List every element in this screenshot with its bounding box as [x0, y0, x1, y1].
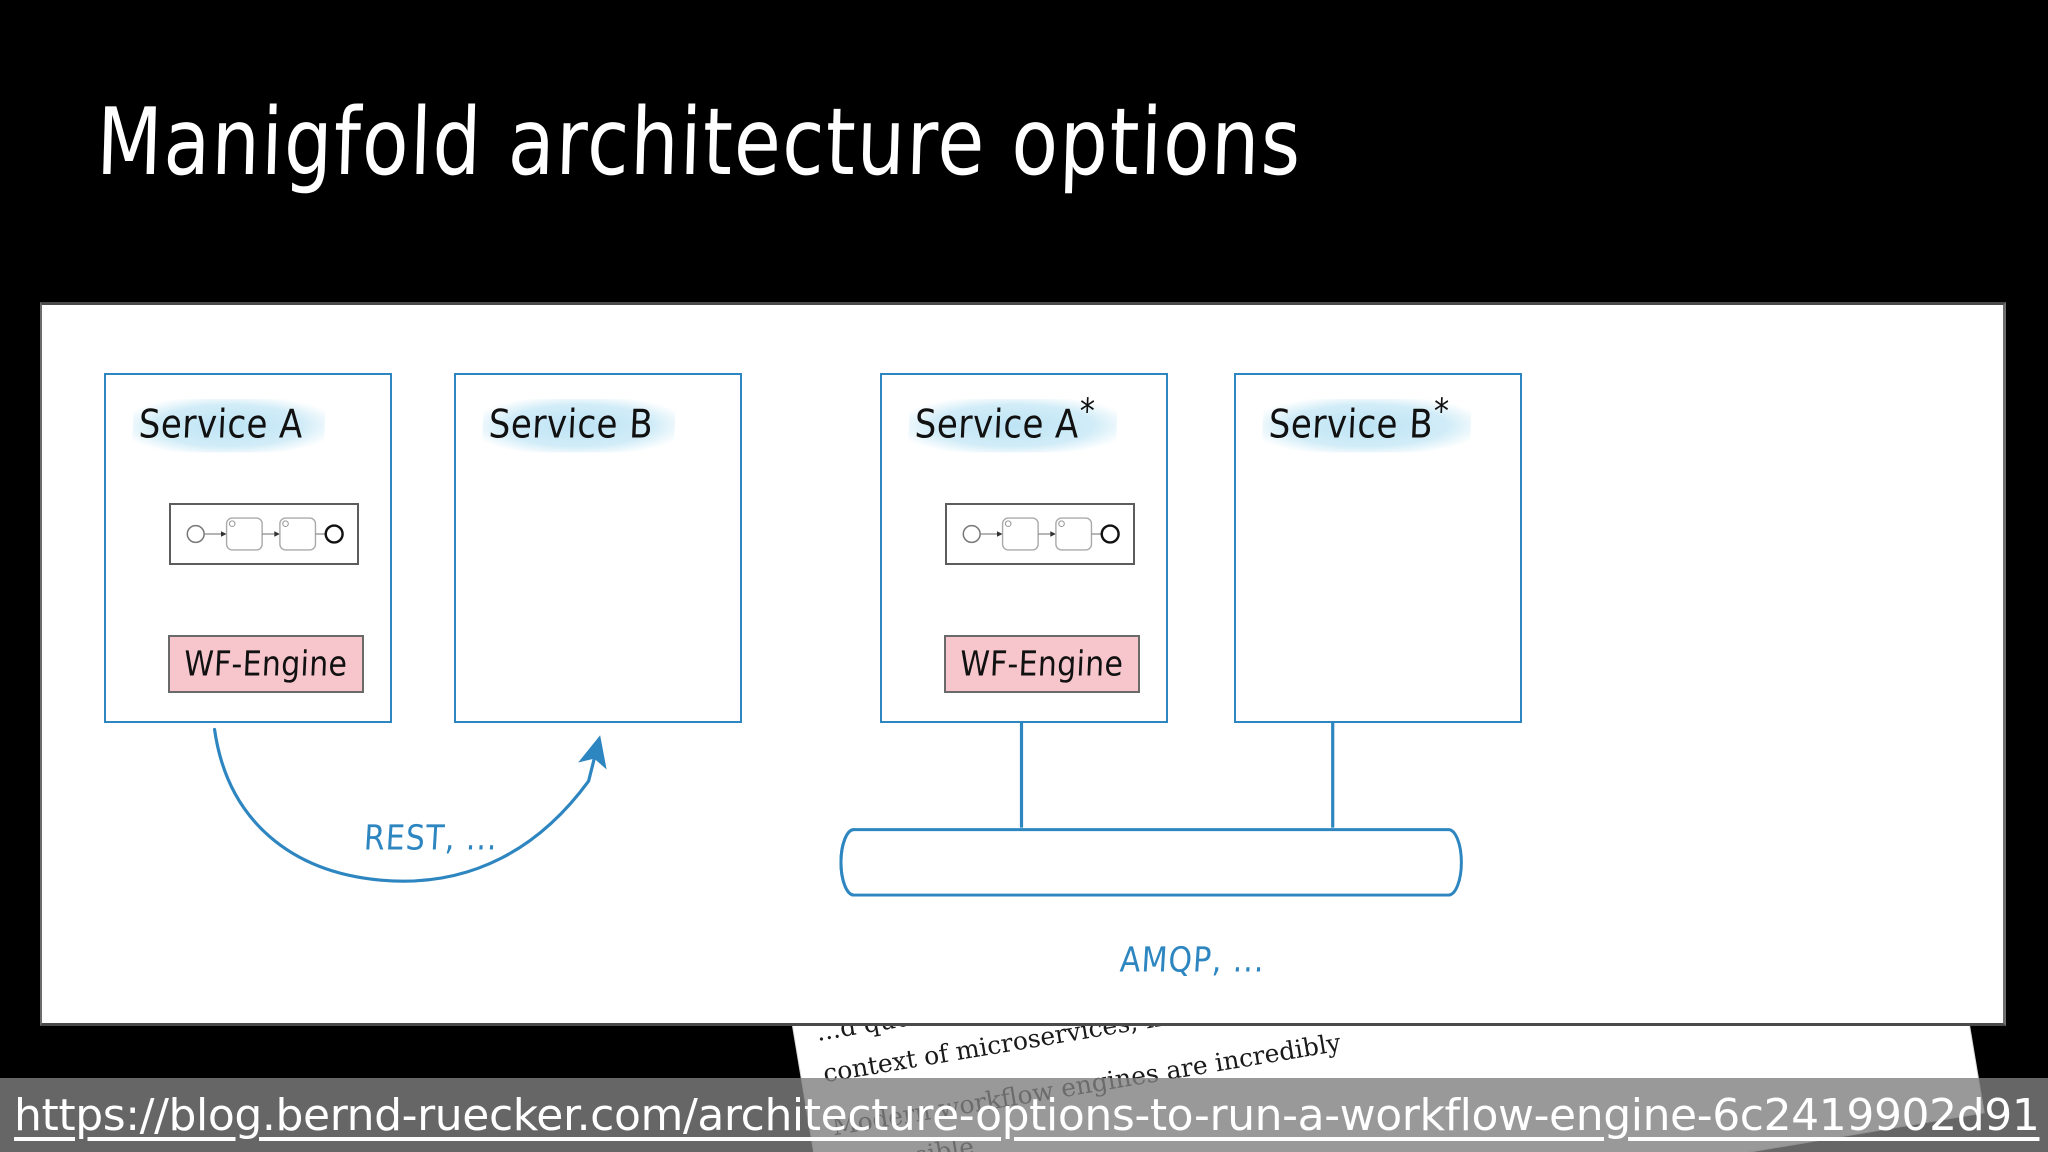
diagram-panel: REST, ... AMQP, ... Service A: [40, 302, 2006, 1026]
wf-engine-label: WF-Engine: [183, 643, 349, 685]
bpmn-process-model-service-a-star: [945, 503, 1135, 565]
bpmn-start-event: [962, 524, 981, 544]
source-url-bar: https://blog.bernd-ruecker.com/architect…: [0, 1078, 2048, 1152]
bpmn-task-1: [225, 517, 263, 551]
service-name-text: Service A: [137, 401, 305, 448]
rest-connector-label: REST, ...: [362, 818, 500, 859]
wf-engine-box-service-a[interactable]: WF-Engine: [168, 635, 364, 693]
service-name-text: Service A: [913, 401, 1081, 448]
service-box-service-a[interactable]: Service A WF-Engine: [104, 373, 392, 723]
service-label-service-b: Service B: [481, 399, 677, 453]
bpmn-start-event: [186, 524, 205, 544]
service-name-text: Service B: [1267, 401, 1435, 448]
service-star-marker: *: [1078, 391, 1097, 433]
service-label-service-a-star: Service A*: [907, 392, 1118, 453]
service-name-text: Service B: [487, 401, 655, 448]
source-url-link[interactable]: https://blog.bernd-ruecker.com/architect…: [14, 1089, 2040, 1141]
bpmn-end-event: [1100, 524, 1120, 544]
wf-engine-box-service-a-star[interactable]: WF-Engine: [944, 635, 1140, 693]
amqp-message-bus: [839, 828, 1463, 897]
bpmn-end-event: [324, 524, 344, 544]
service-label-service-a: Service A: [131, 399, 327, 453]
service-box-service-a-star[interactable]: Service A* WF-Engine: [880, 373, 1168, 723]
slide-title: Manigfold architecture options: [95, 87, 1304, 197]
bpmn-canvas: [962, 517, 1120, 551]
wf-engine-label: WF-Engine: [959, 643, 1125, 685]
service-label-service-b-star: Service B*: [1261, 392, 1472, 453]
bpmn-canvas: [186, 517, 344, 551]
bpmn-task-2: [1055, 517, 1093, 551]
amqp-connector-label: AMQP, ...: [1118, 940, 1267, 981]
bpmn-process-model-service-a: [169, 503, 359, 565]
service-box-service-b-star[interactable]: Service B*: [1234, 373, 1522, 723]
bpmn-task-2: [279, 517, 317, 551]
service-star-marker: *: [1432, 391, 1451, 433]
bpmn-task-1: [1001, 517, 1039, 551]
service-box-service-b[interactable]: Service B: [454, 373, 742, 723]
